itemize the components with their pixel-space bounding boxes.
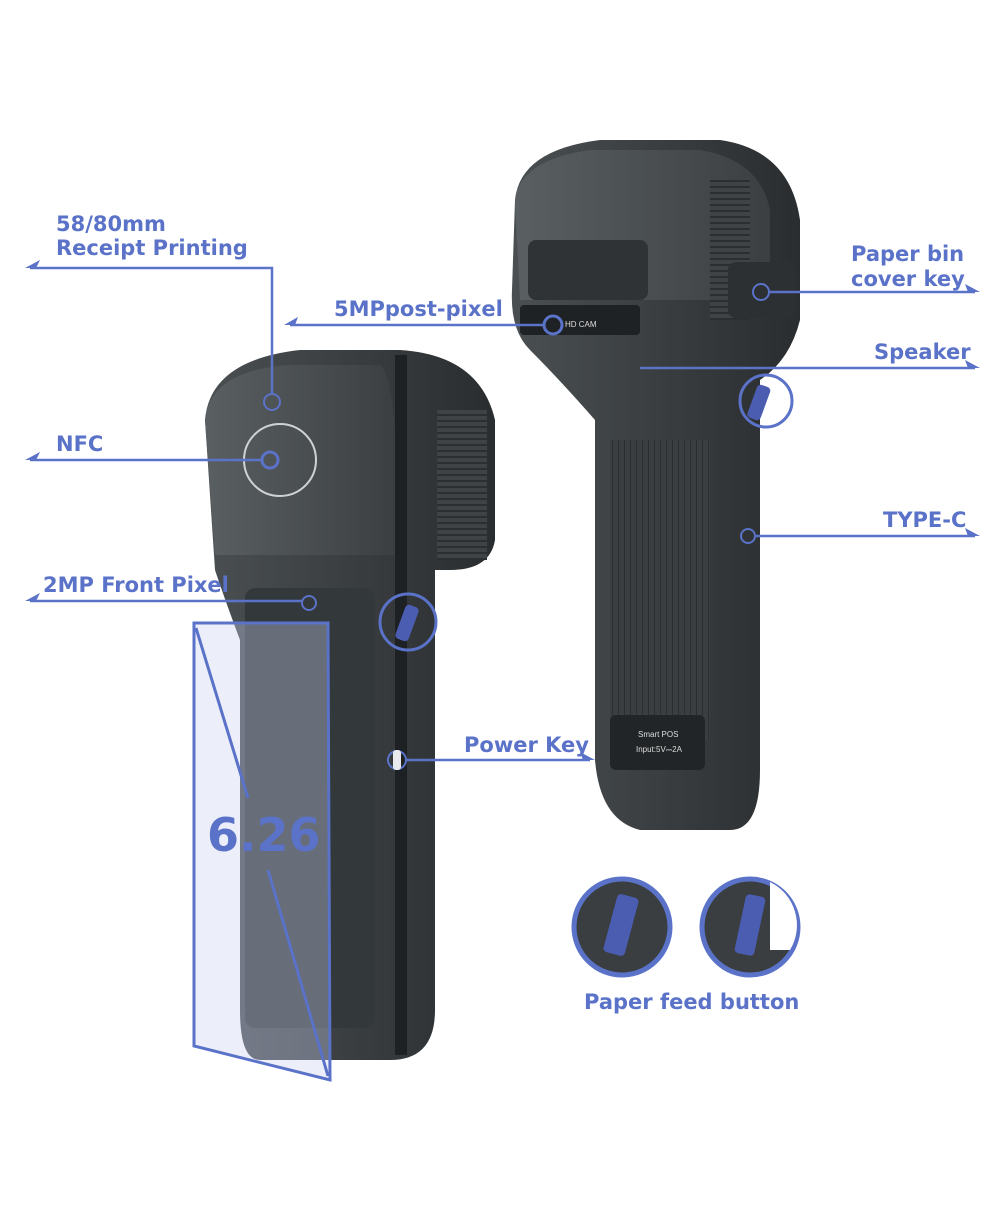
nfc-label: NFC	[56, 432, 104, 456]
front-device	[205, 350, 495, 1060]
camera-label: HD CAM	[565, 320, 597, 329]
speaker-label: Speaker	[874, 340, 971, 364]
back-device	[511, 140, 800, 830]
paper-bin-label-1: Paper bin	[851, 242, 965, 266]
rear-camera-label: 5MPpost-pixel	[334, 297, 503, 321]
screen-size-value: 6.26	[207, 808, 321, 862]
receipt-printing-label: Receipt Printing	[56, 236, 248, 260]
front-camera-label: 2MP Front Pixel	[43, 573, 229, 597]
plate-line-2: Input:5V⎓2A	[636, 745, 682, 754]
type-c-label: TYPE-C	[883, 508, 967, 532]
callout-lines	[30, 266, 975, 762]
paper-feed-label: Paper feed button	[584, 990, 800, 1014]
power-key-label: Power Key	[464, 733, 589, 757]
arrowheads	[25, 260, 980, 760]
screen-size-indicator	[192, 621, 332, 1082]
paper-bin-label-2: cover key	[851, 267, 965, 291]
receipt-size-label: 58/80mm	[56, 212, 166, 236]
paper-feed-detail	[571, 876, 801, 978]
plate-line-1: Smart POS	[638, 730, 679, 739]
